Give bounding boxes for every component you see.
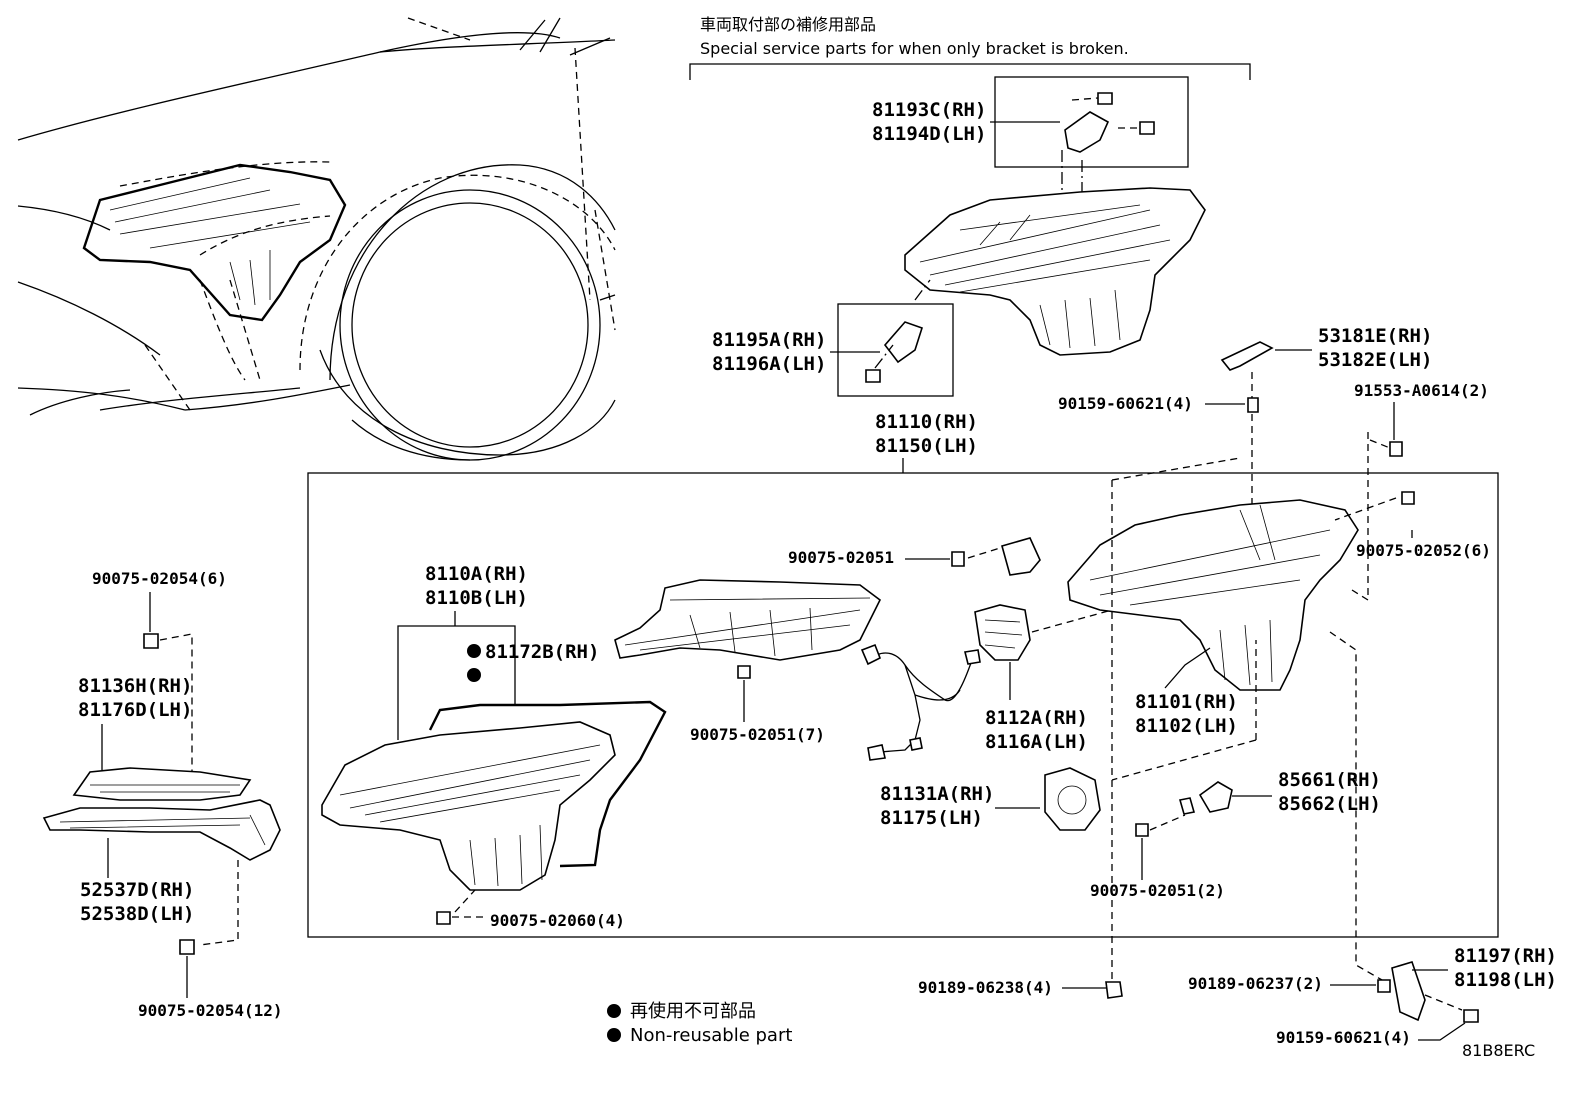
cover-81131a-group: 81131A(RH) 81175(LH) [880,767,1101,831]
actuator-8112a-icon [974,604,1031,661]
label-90075-02052: 90075-02052(6) [1356,541,1491,560]
left-brackets-group: 90075-02054(6) 81136H(RH) 81176D(LH) 525… [42,569,283,1020]
label-81197-rh: 81197(RH) [1454,945,1557,967]
bracket-81136h-icon [72,767,252,801]
diagram-code: 81B8ERC [1462,1041,1535,1060]
label-81136h-rh: 81136H(RH) [78,675,192,697]
screw-icon [951,551,965,567]
bracket-81197-icon [1391,961,1426,1022]
bottom-right-group: 90189-06238(4) 90189-06237(2) 81197(RH) … [918,945,1557,1047]
non-reusable-mark-icon [467,668,481,682]
label-81172b-rh: 81172B(RH) [485,641,599,663]
label-90189-06237: 90189-06237(2) [1188,974,1323,993]
bracket-81193-group: 81193C(RH) 81194D(LH) [872,76,1189,250]
label-8110a-rh: 8110A(RH) [425,563,528,585]
control-module-icon [1001,537,1041,576]
housing-81101-group: 81101(RH) 81102(LH) 90075-02052(6) [1067,457,1491,990]
bracket-53181-group: 53181E(RH) 53182E(LH) 90159-60621(4) 915… [1058,325,1489,602]
label-81198-lh: 81198(LH) [1454,969,1557,991]
bracket-81195-group: 81195A(RH) 81196A(LH) [712,279,954,397]
nut-icon [1389,441,1403,457]
screw-icon [179,939,195,955]
module-8112a-group: 8112A(RH) 8116A(LH) [974,604,1113,753]
service-note-jp: 車両取付部の補修用部品 [700,15,876,34]
non-reusable-legend-icon [607,1028,621,1042]
connector-icon [867,744,886,761]
label-90189-06238: 90189-06238(4) [918,978,1053,997]
connector-icon [909,737,923,751]
bracket-52537d-icon [42,799,281,861]
label-53181e-rh: 53181E(RH) [1318,325,1432,347]
upper-headlamp-assembly [904,187,1206,356]
sensor-85661-group: 85661(RH) 85662(LH) 90075-02051(2) [1090,769,1381,900]
screw-icon [865,369,881,383]
clip-icon [1377,979,1391,993]
screw-icon [1139,121,1155,135]
non-reusable-legend-icon [607,1004,621,1018]
label-8116a-lh: 8116A(LH) [985,731,1088,753]
label-90075-02054-12: 90075-02054(12) [138,1001,283,1020]
label-90075-02060: 90075-02060(4) [490,911,625,930]
clip-icon [1178,797,1196,815]
label-90075-02054-6: 90075-02054(6) [92,569,227,588]
label-81101-rh: 81101(RH) [1135,691,1238,713]
label-81131a-rh: 81131A(RH) [880,783,994,805]
legend-en: Non-reusable part [630,1025,792,1046]
service-note-en: Special service parts for when only brac… [700,39,1129,58]
special-service-note: 車両取付部の補修用部品 Special service parts for wh… [689,15,1251,80]
screw-icon [1097,92,1113,105]
label-81176d-lh: 81176D(LH) [78,699,192,721]
sensor-85661-icon [1198,781,1233,813]
label-52537d-rh: 52537D(RH) [80,879,194,901]
non-reusable-mark-icon [467,644,481,658]
label-81194d-lh: 81194D(LH) [872,123,986,145]
label-81110-rh: 81110(RH) [875,411,978,433]
label-81195a-rh: 81195A(RH) [712,329,826,351]
label-81150-lh: 81150(LH) [875,435,978,457]
label-90075-02051-7: 90075-02051(7) [690,725,825,744]
screw-icon [1247,397,1259,413]
label-8110b-lh: 8110B(LH) [425,587,528,609]
cap-81131a-icon [1044,767,1101,831]
label-91553-a0614: 91553-A0614(2) [1354,381,1489,400]
connector-icon [860,643,882,666]
label-90075-02051-top: 90075-02051 [788,548,894,567]
wire-harness-group [860,643,981,761]
label-90075-02051-2: 90075-02051(2) [1090,881,1225,900]
screw-icon [143,633,159,649]
label-81175-lh: 81175(LH) [880,807,983,829]
clip-icon [1105,981,1123,999]
label-81193c-rh: 81193C(RH) [872,99,986,121]
label-52538d-lh: 52538D(LH) [80,903,194,925]
bezel-group: 90075-02051(7) [614,579,882,744]
legend-jp: 再使用不可部品 [630,1001,756,1022]
legend: 再使用不可部品 Non-reusable part [607,1001,792,1046]
bracket-53181-icon [1220,341,1274,371]
label-90159-60621-b: 90159-60621(4) [1276,1028,1411,1047]
connector-icon [964,649,981,665]
module-group: 90075-02051 [788,537,1041,576]
assembly-frame [307,472,1499,938]
screw-icon [1135,823,1149,837]
screw-icon [1463,1009,1479,1023]
lamp-8110a-group: 8110A(RH) 8110B(LH) 81172B(RH) 90075-020… [321,563,667,930]
bracket-81195-icon [883,321,923,364]
screw-icon [436,911,451,925]
label-81102-lh: 81102(LH) [1135,715,1238,737]
screw-icon [737,665,751,679]
label-53182e-lh: 53182E(LH) [1318,349,1432,371]
bracket-81193-icon [1064,111,1110,153]
label-81196a-lh: 81196A(LH) [712,353,826,375]
label-85662-lh: 85662(LH) [1278,793,1381,815]
car-front-illustration [17,17,616,461]
label-8112a-rh: 8112A(RH) [985,707,1088,729]
label-90159-60621-a: 90159-60621(4) [1058,394,1193,413]
label-85661-rh: 85661(RH) [1278,769,1381,791]
screw-icon [1401,491,1415,505]
